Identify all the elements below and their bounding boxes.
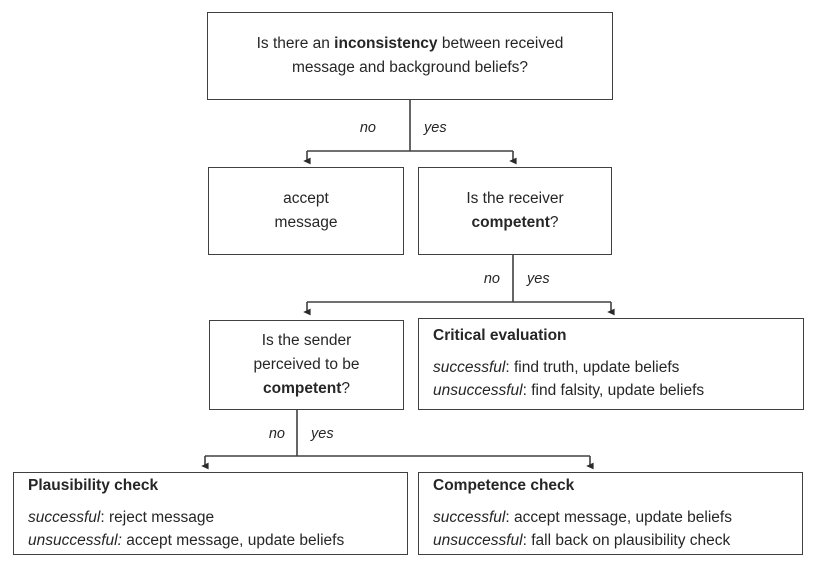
- receiver-competent-line-2: competent?: [471, 214, 559, 231]
- edge-label-yes-2: yes: [527, 271, 550, 287]
- node-inconsistency-question[interactable]: Is there an inconsistency between receiv…: [207, 12, 613, 100]
- competence-check-successful: successful: accept message, update belie…: [433, 508, 732, 526]
- accept-message-line-1: accept: [283, 190, 329, 207]
- edge-label-yes-3: yes: [311, 426, 334, 442]
- critical-evaluation-successful: successful: find truth, update beliefs: [433, 359, 680, 376]
- critical-evaluation-unsuccessful: unsuccessful: find falsity, update belie…: [433, 382, 705, 399]
- plausibility-check-unsuccessful: unsuccessful: accept message, update bel…: [28, 531, 345, 549]
- sender-competent-line-2: perceived to be: [253, 356, 360, 373]
- node-plausibility-check[interactable]: Plausibility check successful: reject me…: [13, 472, 408, 555]
- edge-label-yes-1: yes: [424, 120, 447, 136]
- node-sender-competent[interactable]: Is the sender perceived to be competent?: [209, 320, 404, 410]
- receiver-competent-line-1: Is the receiver: [466, 190, 564, 207]
- inconsistency-question-line-1: Is there an inconsistency between receiv…: [256, 35, 564, 52]
- accept-message-line-2: message: [274, 214, 338, 231]
- critical-evaluation-title: Critical evaluation: [433, 327, 567, 344]
- plausibility-check-successful: successful: reject message: [28, 508, 215, 526]
- sender-competent-line-3: competent?: [263, 380, 350, 397]
- edge-label-no-3: no: [268, 426, 285, 442]
- edge-label-no-1: no: [359, 120, 376, 136]
- node-accept-message[interactable]: accept message: [208, 167, 404, 255]
- competence-check-unsuccessful: unsuccessful: fall back on plausibility …: [433, 531, 731, 549]
- node-critical-evaluation[interactable]: Critical evaluation successful: find tru…: [418, 318, 804, 410]
- node-receiver-competent[interactable]: Is the receiver competent?: [418, 167, 612, 255]
- edge-label-no-2: no: [483, 271, 500, 287]
- node-competence-check[interactable]: Competence check successful: accept mess…: [418, 472, 803, 555]
- plausibility-check-title: Plausibility check: [28, 476, 159, 494]
- competence-check-title: Competence check: [433, 476, 575, 494]
- sender-competent-line-1: Is the sender: [261, 332, 352, 349]
- inconsistency-question-line-2: message and background beliefs?: [291, 59, 529, 76]
